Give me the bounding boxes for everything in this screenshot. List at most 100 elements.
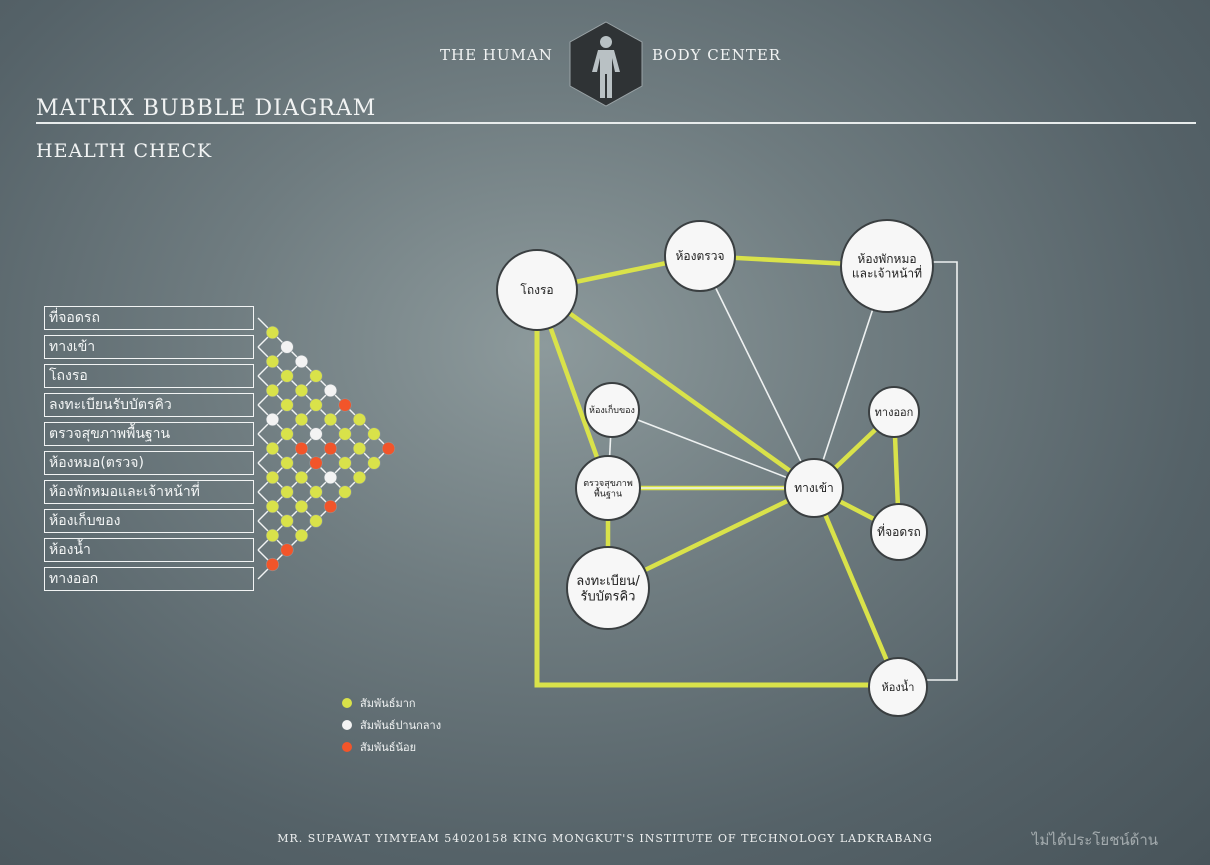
legend-label: สัมพันธ์ปานกลาง xyxy=(360,719,442,732)
matrix-relation-dot xyxy=(294,499,309,514)
bubble-node-label: และเจ้าหน้าที่ xyxy=(852,264,922,280)
matrix-relation-dot xyxy=(381,441,396,456)
matrix-relation-dot xyxy=(309,427,323,441)
footer-credit: MR. SUPAWAT YIMYEAM 54020158 KING MONGKU… xyxy=(277,832,933,845)
matrix-relation-dot xyxy=(309,398,323,412)
bubble-node xyxy=(868,386,920,438)
matrix-relation-dot xyxy=(265,499,280,514)
matrix-row-label: ห้องเก็บของ xyxy=(44,509,254,533)
boundary-line xyxy=(922,261,958,681)
matrix-row-label: ที่จอดรถ xyxy=(44,306,254,330)
link-line xyxy=(534,330,870,688)
matrix-relation-dot xyxy=(338,485,352,499)
bubble-node-label: ตรวจสุขภาพ xyxy=(583,479,633,489)
link-line xyxy=(535,288,816,490)
page-subtitle: HEALTH CHECK xyxy=(36,140,213,162)
bubble-node xyxy=(566,546,650,630)
matrix-relation-dot xyxy=(294,528,309,543)
bubble-node xyxy=(496,249,578,331)
bubble-node-label: โถงรอ xyxy=(520,283,553,297)
legend-item-medium: สัมพันธ์ปานกลาง xyxy=(342,716,441,734)
matrix-relation-dot xyxy=(294,383,309,398)
legend-item-weak: สัมพันธ์น้อย xyxy=(342,738,416,756)
matrix-grid-line xyxy=(257,448,389,580)
matrix-row-label: ห้องพักหมอและเจ้าหน้าที่ xyxy=(44,480,254,504)
matrix-relation-dot xyxy=(323,499,338,514)
matrix-relation-dot xyxy=(280,398,294,412)
title-divider xyxy=(36,122,1196,124)
bubble-node-label: ห้องพักหมอ xyxy=(857,252,916,266)
matrix-relation-dot xyxy=(323,441,338,456)
bubble-node xyxy=(840,219,934,313)
matrix-relation-dot xyxy=(265,412,280,427)
bubble-node-label: ห้องเก็บของ xyxy=(589,403,635,416)
matrix-relation-dot xyxy=(352,470,367,485)
matrix-relation-dot xyxy=(265,528,280,543)
matrix-relation-dot xyxy=(294,412,309,427)
bubble-node-label: ทางออก xyxy=(875,406,914,419)
matrix-row-label: ลงทะเบียนรับบัตรคิว xyxy=(44,393,254,417)
matrix-relation-dot xyxy=(323,383,338,398)
matrix-relation-dot xyxy=(309,485,323,499)
matrix-relation-dot xyxy=(265,325,280,340)
matrix-relation-dot xyxy=(294,470,309,485)
matrix-relation-dot xyxy=(338,427,352,441)
bubble-node xyxy=(784,458,844,518)
legend-dot xyxy=(342,720,352,730)
matrix-relation-dot xyxy=(280,543,294,557)
matrix-relation-dot xyxy=(265,383,280,398)
matrix-relation-dot xyxy=(280,427,294,441)
matrix-relation-dot xyxy=(265,470,280,485)
matrix-relation-dot xyxy=(323,412,338,427)
link-line xyxy=(811,487,901,688)
bubble-node-label: รับบัตรคิว xyxy=(581,589,636,604)
brand-left: THE HUMAN xyxy=(440,46,553,64)
bubble-node-label: ห้องตรวจ xyxy=(676,249,725,263)
matrix-relation-dot xyxy=(323,470,338,485)
matrix-row-label: ตรวจสุขภาพพื้นฐาน xyxy=(44,422,254,446)
matrix-row-label: ห้องหมอ(ตรวจ) xyxy=(44,451,254,475)
matrix-grid-line xyxy=(257,491,302,536)
matrix-row-label: ทางเข้า xyxy=(44,335,254,359)
legend-dot xyxy=(342,698,352,708)
matrix-relation-dot xyxy=(309,456,323,470)
matrix-relation-dot xyxy=(280,485,294,499)
bubble-node xyxy=(870,503,928,561)
matrix-relation-dot xyxy=(338,456,352,470)
page-title: MATRIX BUBBLE DIAGRAM xyxy=(36,96,377,121)
human-body-logo xyxy=(569,21,643,107)
bubble-node xyxy=(664,220,736,292)
matrix-relation-dot xyxy=(309,369,323,383)
matrix-relation-dot xyxy=(280,340,294,354)
matrix-relation-dot xyxy=(352,412,367,427)
matrix-grid-line xyxy=(257,361,302,406)
matrix-relation-dot xyxy=(280,369,294,383)
legend-label: สัมพันธ์มาก xyxy=(360,697,416,710)
link-line xyxy=(611,409,815,489)
matrix-relation-dot xyxy=(294,441,309,456)
bubble-node xyxy=(575,455,641,521)
bubble-node-label: พื้นฐาน xyxy=(594,487,622,500)
bubble-node xyxy=(584,382,640,438)
matrix-relation-dot xyxy=(367,427,381,441)
matrix-relation-dot xyxy=(265,354,280,369)
matrix-row-label: ทางออก xyxy=(44,567,254,591)
matrix-relation-dot xyxy=(367,456,381,470)
bubble-node xyxy=(868,657,928,717)
matrix-relation-dot xyxy=(265,557,280,572)
matrix-relation-dot xyxy=(352,441,367,456)
bubble-node-label: ทางเข้า xyxy=(794,481,834,495)
link-line xyxy=(699,255,815,489)
matrix-relation-dot xyxy=(338,398,352,412)
matrix-row-label: โถงรอ xyxy=(44,364,254,388)
matrix-row-label: ห้องน้ำ xyxy=(44,538,254,562)
matrix-grid-line xyxy=(257,317,389,449)
matrix-relation-dot xyxy=(280,514,294,528)
matrix-relation-dot xyxy=(265,441,280,456)
bubble-node-label: ที่จอดรถ xyxy=(877,523,921,539)
matrix-relation-dot xyxy=(294,354,309,369)
brand-right: BODY CENTER xyxy=(652,46,782,64)
bubble-node-label: ห้องน้ำ xyxy=(882,679,915,694)
